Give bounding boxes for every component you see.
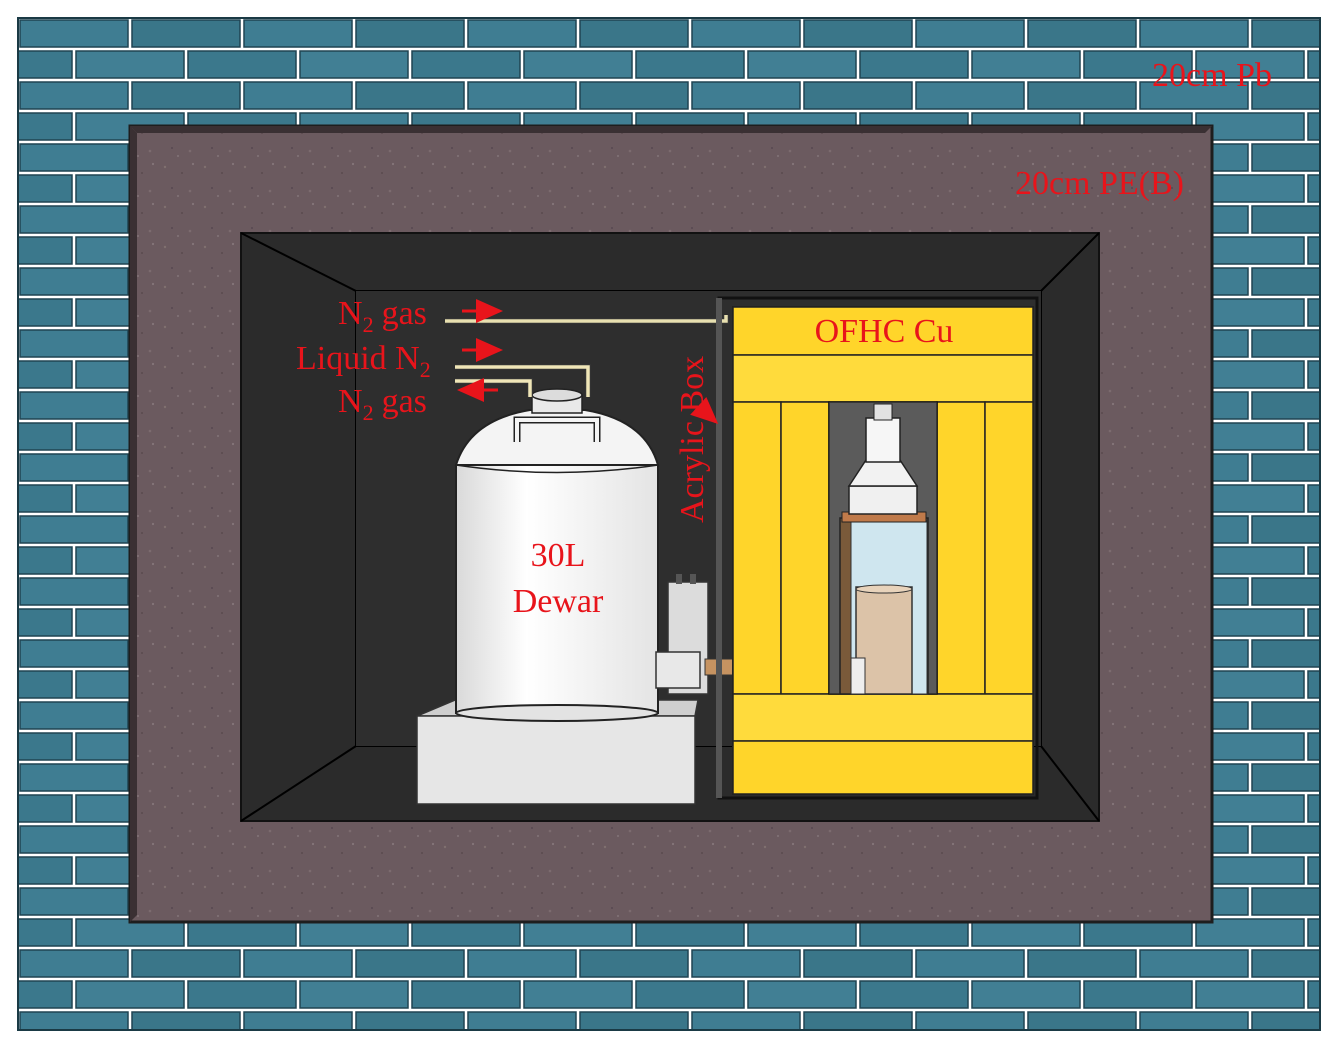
pe-label: 20cm PE(B): [1015, 165, 1184, 202]
dewar-label-line1: 30L: [531, 537, 586, 574]
n2-gas-out-subscript: 2: [363, 400, 374, 425]
n2-gas-in-subscript: 2: [363, 312, 374, 337]
cu-label: OFHC Cu: [815, 313, 954, 350]
n2-gas-in-symbol: N: [338, 295, 363, 332]
acrylic-box: [716, 296, 1039, 800]
acrylic-box-arrow: [690, 396, 719, 425]
dewar-label-line2: Dewar: [513, 583, 604, 620]
liquid-n2-label: Liquid N2: [296, 340, 431, 382]
dewar: 30L Dewar: [454, 388, 660, 722]
liquid-n2-subscript: 2: [420, 357, 431, 382]
n2-gas-out-word: gas: [382, 383, 427, 420]
n2-gas-in-word: gas: [382, 295, 427, 332]
pb-label: 20cm Pb: [1152, 57, 1272, 94]
n2-gas-out-label: N2 gas: [338, 383, 427, 425]
germanium-detector: [839, 403, 929, 695]
n2-gas-out-symbol: N: [338, 383, 363, 420]
dewar-side-module: [655, 574, 709, 695]
liquid-n2-word: Liquid N: [296, 340, 420, 377]
n2-gas-in-label: N2 gas: [338, 295, 427, 337]
gas-pipes: [445, 315, 729, 397]
acrylic-box-label: Acrylic Box: [674, 356, 711, 523]
